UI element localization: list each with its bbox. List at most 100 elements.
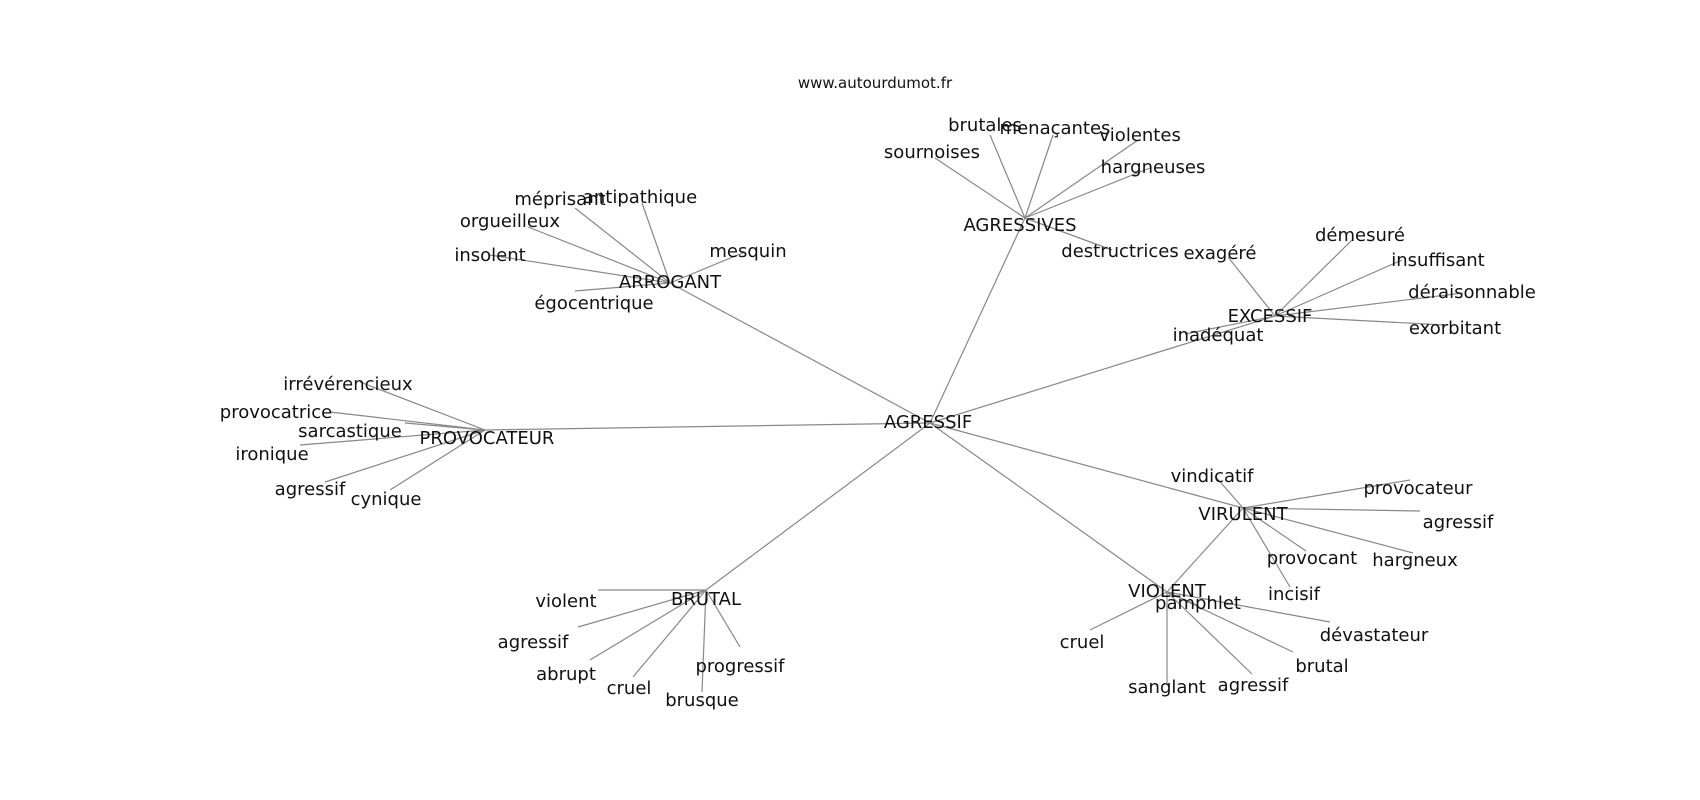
edge-provocateur-leaf xyxy=(324,429,486,483)
leaf-label: brusque xyxy=(665,690,739,711)
edge-brutal-leaf xyxy=(632,589,707,678)
root-label: AGRESSIF xyxy=(884,412,972,433)
leaf-label: cruel xyxy=(607,678,652,699)
hub-label-virulent: VIRULENT xyxy=(1198,504,1288,525)
leaf-label: agressif xyxy=(275,479,346,500)
edge-arrogant-leaf xyxy=(641,202,671,284)
edge-violent-leaf xyxy=(1166,591,1253,675)
leaf-label: progressif xyxy=(695,656,785,677)
edge-virulent-leaf xyxy=(1242,507,1414,554)
edge-excessif-leaf xyxy=(1184,315,1276,335)
edge-brutal-leaf xyxy=(589,589,707,661)
edge-root-virulent xyxy=(929,422,1244,509)
edge-violent-leaf xyxy=(1166,591,1331,623)
leaf-label: provocant xyxy=(1267,548,1358,569)
edge-root-brutal xyxy=(705,422,931,591)
leaf-label: sournoises xyxy=(884,142,980,163)
edge-violent-leaf xyxy=(1166,591,1294,653)
edge-brutal-leaf xyxy=(577,589,707,628)
edge-arrogant-leaf xyxy=(574,282,671,292)
edge-agressives-leaf xyxy=(1024,139,1139,219)
edge-excessif-leaf xyxy=(1274,239,1353,317)
edge-arrogant-leaf xyxy=(669,251,746,284)
leaf-label: insolent xyxy=(454,245,525,266)
leaf-label: antipathique xyxy=(583,187,697,208)
leaf-label: exorbitant xyxy=(1409,318,1501,339)
leaf-label: exagéré xyxy=(1183,243,1256,264)
leaf-label: orgueilleux xyxy=(460,211,560,232)
edge-provocateur-leaf xyxy=(359,381,486,431)
leaf-label: agressif xyxy=(1218,675,1289,696)
leaf-label: hargneuses xyxy=(1101,157,1206,178)
leaf-label: sanglant xyxy=(1128,677,1206,698)
leaf-label: dévastateur xyxy=(1320,625,1429,646)
leaf-label: démesuré xyxy=(1315,225,1405,246)
edge-arrogant-leaf xyxy=(574,207,671,284)
edge-virulent-leaf xyxy=(1242,507,1291,588)
graph-edges xyxy=(299,134,1464,693)
graph-labels: www.autourdumot.fr méprisantantipathique… xyxy=(220,74,1536,711)
edge-root-provocateur xyxy=(484,422,931,431)
edge-root-excessif xyxy=(929,315,1276,424)
leaf-label: menaçantes xyxy=(1000,118,1111,139)
leaf-label: brutal xyxy=(1295,656,1348,677)
leaf-label: provocatrice xyxy=(220,402,332,423)
leaf-label: agressif xyxy=(498,632,569,653)
edge-provocateur-leaf xyxy=(389,429,486,491)
hub-label-violent: VIOLENT xyxy=(1128,581,1207,602)
leaf-label: pamphlet xyxy=(1155,593,1241,614)
edge-root-violent xyxy=(929,422,1168,593)
edge-brutal-leaf xyxy=(705,589,741,648)
edge-excessif-leaf xyxy=(1274,315,1446,326)
edge-agressives-leaf xyxy=(934,157,1026,219)
leaf-label: irrévérencieux xyxy=(283,374,413,395)
leaf-label: insuffisant xyxy=(1391,250,1484,271)
leaf-label: mesquin xyxy=(709,241,786,262)
edge-provocateur-leaf xyxy=(329,411,486,431)
edge-root-agressives xyxy=(929,217,1026,424)
leaf-label: ironique xyxy=(235,444,308,465)
edge-provocateur-leaf xyxy=(299,429,486,446)
leaf-label: méprisant xyxy=(514,189,605,210)
edge-agressives-leaf xyxy=(989,134,1026,219)
leaf-label: agressif xyxy=(1423,512,1494,533)
edge-arrogant-leaf xyxy=(489,254,671,284)
edge-virulent-leaf xyxy=(1242,507,1307,552)
leaf-label: déraisonnable xyxy=(1408,282,1536,303)
edge-virulent-violent xyxy=(1166,507,1244,593)
leaf-label: incisif xyxy=(1268,584,1321,605)
edge-agressives-leaf xyxy=(1024,217,1113,251)
edge-excessif-leaf xyxy=(1274,292,1464,317)
leaf-label: cynique xyxy=(351,489,422,510)
edge-excessif-leaf xyxy=(1227,256,1276,317)
watermark: www.autourdumot.fr xyxy=(798,74,953,92)
leaf-label: violent xyxy=(535,591,596,612)
leaf-label: sarcastique xyxy=(298,421,402,442)
leaf-label: brutales xyxy=(948,115,1022,136)
leaf-label: violentes xyxy=(1099,125,1181,146)
edge-virulent-leaf xyxy=(1214,475,1244,509)
edge-root-arrogant xyxy=(669,282,931,424)
leaf-label: cruel xyxy=(1060,632,1105,653)
leaf-label: destructrices xyxy=(1061,241,1178,262)
edge-excessif-leaf xyxy=(1274,259,1403,317)
leaf-label: vindicatif xyxy=(1171,466,1254,487)
edge-agressives-leaf xyxy=(1024,167,1151,219)
edge-provocateur-leaf xyxy=(404,422,486,431)
hub-label-brutal: BRUTAL xyxy=(671,589,741,610)
hub-label-provocateur: PROVOCATEUR xyxy=(420,428,555,449)
hub-label-arrogant: ARROGANT xyxy=(619,272,722,293)
leaf-label: provocateur xyxy=(1364,478,1474,499)
edge-arrogant-leaf xyxy=(527,226,671,284)
leaf-label: abrupt xyxy=(536,664,596,685)
leaf-label: égocentrique xyxy=(534,293,653,314)
hub-label-agressives: AGRESSIVES xyxy=(963,215,1076,236)
leaf-label: inadéquat xyxy=(1173,325,1264,346)
edge-violent-leaf xyxy=(1089,591,1168,631)
edge-virulent-leaf xyxy=(1242,479,1411,509)
hub-label-excessif: EXCESSIF xyxy=(1228,306,1313,327)
edge-agressives-leaf xyxy=(1024,134,1054,219)
leaf-label: hargneux xyxy=(1372,550,1458,571)
edge-brutal-leaf xyxy=(701,589,707,693)
